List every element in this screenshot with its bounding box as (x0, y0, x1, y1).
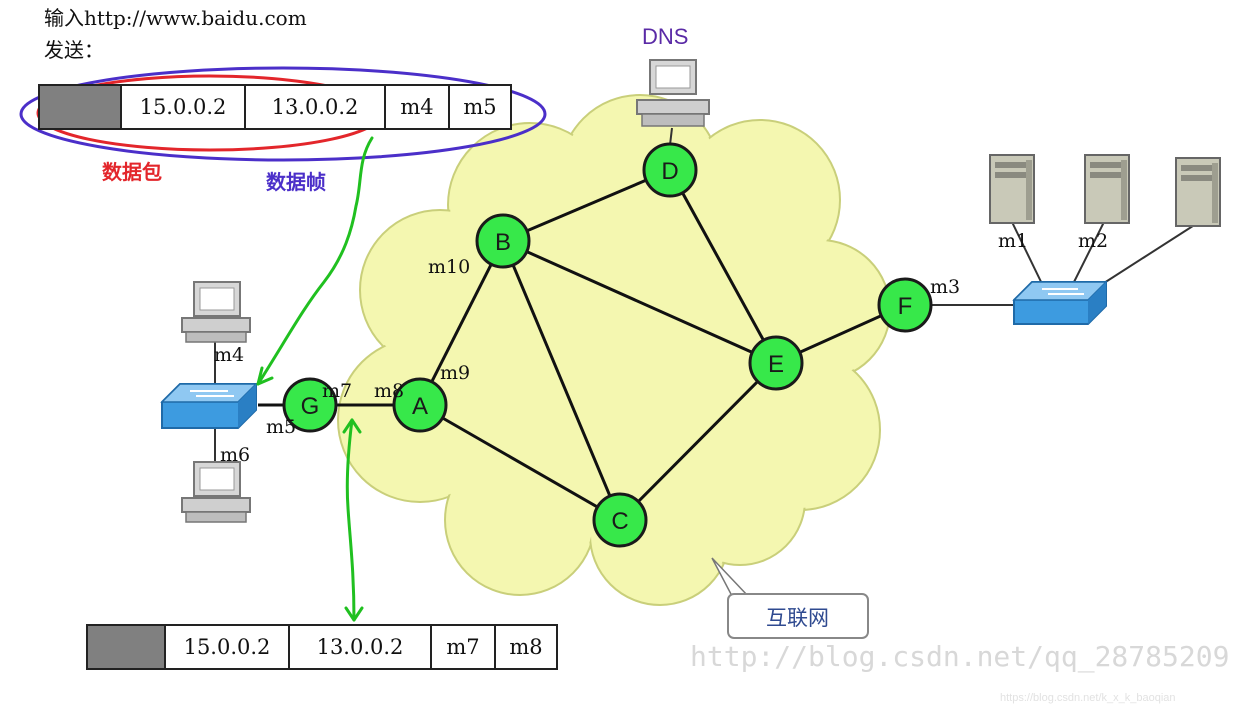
mac-label-m9: m9 (440, 362, 471, 384)
mac-label-m5: m5 (266, 416, 297, 438)
link-switch-m2 (1069, 219, 1106, 291)
link-b-d (502, 168, 671, 243)
pc-m4-icon (181, 281, 251, 343)
link-b-e (502, 239, 777, 365)
server-3-icon (1175, 157, 1221, 227)
link-switch-server3 (1089, 223, 1197, 293)
bottom-frame-header-cell (88, 626, 166, 668)
right-switch-icon (1012, 281, 1108, 325)
link-b-a (418, 240, 505, 406)
router-node-f (877, 277, 933, 333)
node-label-b: B (495, 229, 511, 256)
header-url-text: 输入http://www.baidu.com (44, 6, 307, 30)
top-frame-mac-2: m5 (463, 95, 497, 119)
link-a-c (419, 403, 621, 522)
node-label-a: A (412, 393, 428, 420)
node-label-g: G (301, 393, 320, 420)
packet-label: 数据包 (102, 160, 162, 184)
node-label-f: F (898, 293, 913, 320)
bottom-frame-src-ip: 15.0.0.2 (166, 626, 290, 668)
arrow-frame-to-switch (256, 136, 374, 386)
top-data-frame: 15.0.0.2 13.0.0.2 m4 m5 (38, 84, 512, 130)
link-b-c (501, 240, 622, 521)
mac-label-m10: m10 (428, 256, 471, 278)
dns-label: DNS (642, 24, 689, 49)
node-label-c: C (611, 508, 628, 535)
top-frame-header-cell (40, 86, 122, 128)
watermark-main: http://blog.csdn.net/qq_28785209 (690, 640, 1230, 673)
bottom-frame-mac-1: m7 (432, 626, 496, 668)
internet-label-box (727, 593, 869, 639)
link-c-e (618, 361, 778, 522)
header-send-text: 发送： (44, 38, 104, 62)
watermark-small: https://blog.csdn.net/k_x_k_baoqian (1000, 692, 1176, 704)
node-label-d: D (661, 158, 678, 185)
router-node-d (642, 142, 698, 198)
bottom-data-frame: 15.0.0.2 13.0.0.2 m7 m8 (86, 624, 558, 670)
router-node-c (592, 492, 648, 548)
internet-label: 互联网 (766, 606, 829, 630)
bottom-frame-mac-2: m8 (509, 635, 543, 659)
router-node-g (282, 377, 338, 433)
router-node-e (748, 335, 804, 391)
links (258, 168, 906, 522)
link-d-e (668, 169, 778, 364)
router-node-a (392, 377, 448, 433)
mac-label-m4: m4 (214, 344, 245, 366)
frame-label: 数据帧 (266, 170, 326, 194)
link-switch-m1 (1011, 221, 1046, 291)
bottom-frame-dst-ip: 13.0.0.2 (290, 626, 432, 668)
arrow-g-a-to-frame (345, 418, 356, 622)
mac-label-m6: m6 (220, 444, 251, 466)
top-frame-dst-ip: 13.0.0.2 (246, 86, 386, 128)
mac-label-m2: m2 (1078, 230, 1109, 252)
mac-label-m8: m8 (374, 380, 405, 402)
pc-m6-icon (181, 461, 251, 523)
mac-label-m3: m3 (930, 276, 961, 298)
top-frame-src-ip: 15.0.0.2 (122, 86, 246, 128)
left-switch-icon (160, 383, 258, 429)
server-m1-icon (989, 154, 1035, 224)
router-node-b (475, 213, 531, 269)
top-frame-mac-1: m4 (386, 86, 450, 128)
frame-ellipse (19, 66, 547, 162)
server-m2-icon (1084, 154, 1130, 224)
mac-label-m1: m1 (998, 230, 1029, 252)
dns-computer-icon (636, 59, 710, 127)
link-dns-d (669, 127, 673, 146)
mac-label-m7: m7 (322, 380, 353, 402)
node-label-e: E (768, 351, 784, 378)
